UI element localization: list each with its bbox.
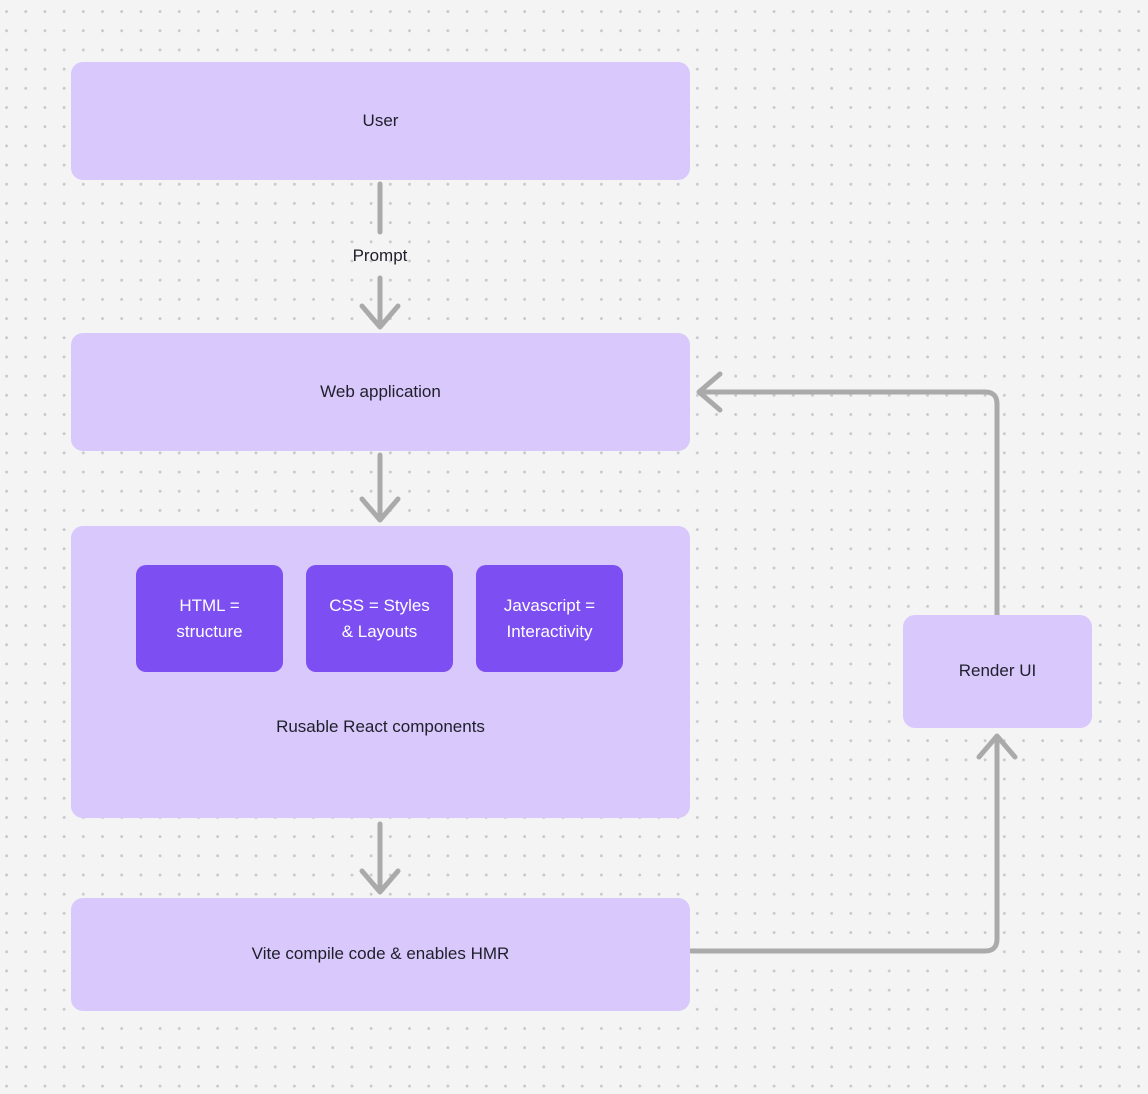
components-group-caption: Rusable React components — [276, 717, 485, 736]
edge-render-ui-to-web — [700, 389, 1000, 618]
node-render-ui[interactable]: Render UI — [903, 615, 1092, 728]
node-javascript[interactable]: Javascript = Interactivity — [476, 565, 623, 672]
arrowhead-vite-to-render-ui — [976, 733, 1018, 760]
edge-vite-to-render-ui — [688, 737, 1000, 954]
arrowhead-web-to-components — [359, 496, 401, 523]
node-render-ui-label: Render UI — [958, 661, 1037, 681]
node-css-label: CSS = Styles & Layouts — [329, 596, 430, 641]
arrowhead-user-to-web — [359, 303, 401, 330]
node-css[interactable]: CSS = Styles & Layouts — [306, 565, 453, 672]
node-html[interactable]: HTML = structure — [136, 565, 283, 672]
node-vite-label: Vite compile code & enables HMR — [251, 944, 510, 964]
node-web-application-label: Web application — [320, 381, 441, 401]
node-user-label: User — [362, 110, 399, 130]
node-components-group[interactable]: HTML = structure CSS = Styles & Layouts … — [71, 526, 690, 818]
components-child-row: HTML = structure CSS = Styles & Layouts … — [136, 565, 623, 672]
arrowhead-render-ui-to-web — [696, 371, 723, 413]
edge-label-prompt: Prompt — [352, 246, 408, 265]
node-vite[interactable]: Vite compile code & enables HMR — [71, 898, 690, 1011]
arrowhead-components-to-vite — [359, 868, 401, 895]
node-html-label: HTML = structure — [176, 596, 243, 641]
node-user[interactable]: User — [71, 62, 690, 180]
node-javascript-label: Javascript = Interactivity — [503, 596, 596, 641]
node-web-application[interactable]: Web application — [71, 333, 690, 451]
